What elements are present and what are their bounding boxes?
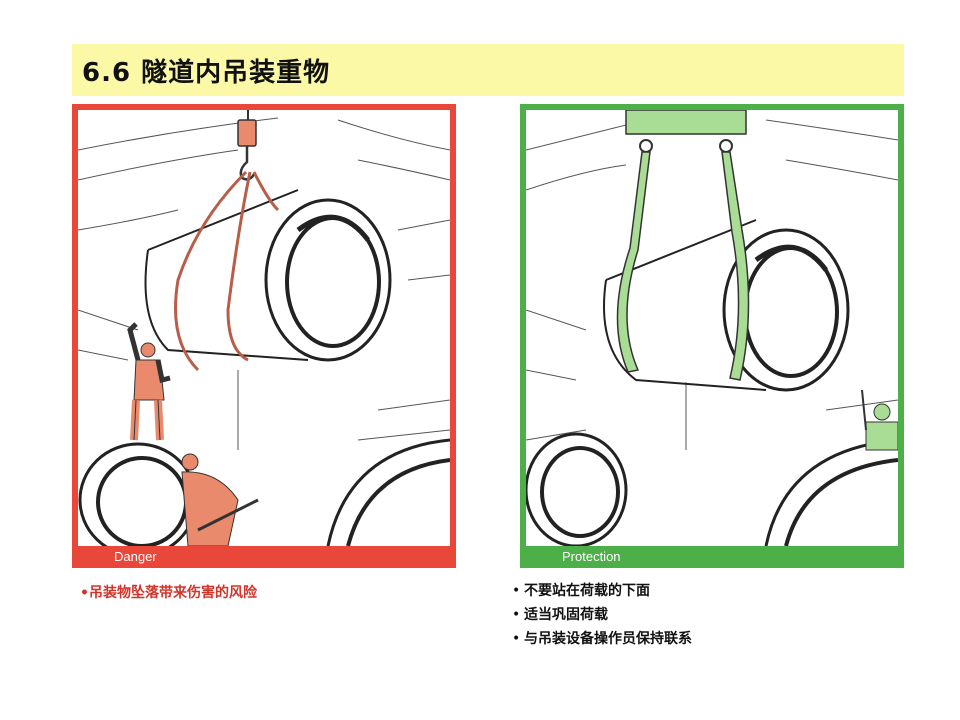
list-item: •适当巩固荷载 — [512, 607, 608, 623]
worker-below — [181, 453, 259, 546]
lower-pipe — [78, 438, 450, 546]
web-slings — [616, 151, 750, 381]
danger-label: Danger — [114, 549, 157, 564]
protection-bullet-list: •不要站在荷载的下面 •适当巩固荷载 •与吊装设备操作员保持联系 — [512, 580, 692, 652]
protection-illustration — [526, 110, 898, 546]
crane-hook — [237, 110, 257, 181]
spreader-beam — [625, 110, 747, 153]
title-number: 6.6 — [82, 58, 132, 88]
page-title: 6.6 隧道内吊装重物 — [82, 52, 330, 89]
list-item: •与吊装设备操作员保持联系 — [512, 631, 692, 647]
title-text: 隧道内吊装重物 — [141, 58, 331, 88]
danger-caption: •吊装物坠落带来伤害的风险 — [80, 585, 257, 601]
danger-panel: Danger — [72, 104, 456, 568]
signal-worker — [861, 389, 898, 451]
protection-panel: Protection — [520, 104, 904, 568]
lower-pipe — [526, 432, 898, 546]
danger-illustration — [78, 110, 450, 546]
suspended-pipe — [603, 219, 850, 392]
title-bar: 6.6 隧道内吊装重物 — [72, 44, 904, 96]
worker-on-pipe — [127, 322, 171, 441]
list-item: •不要站在荷载的下面 — [512, 583, 650, 599]
protection-illustration-svg — [526, 110, 898, 546]
danger-illustration-svg — [78, 110, 450, 546]
suspended-pipe — [144, 189, 392, 362]
protection-label: Protection — [562, 549, 621, 564]
rope-sling — [174, 170, 280, 372]
